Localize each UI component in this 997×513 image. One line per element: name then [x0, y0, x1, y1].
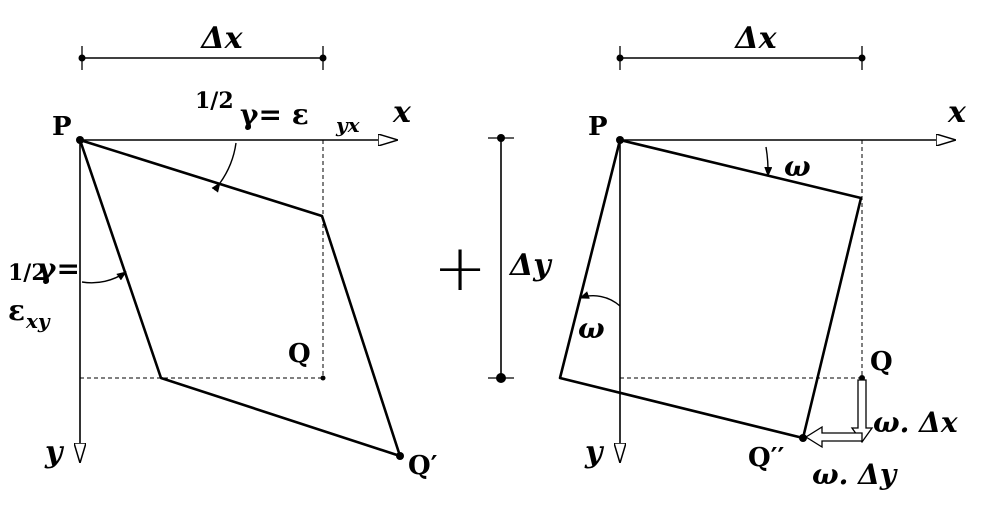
dy-label: Δy: [508, 248, 553, 283]
right-rotated-element: [558, 138, 863, 440]
right-x-axis-label: x: [947, 95, 967, 130]
angle-left-epsilon: ε: [8, 294, 25, 327]
left-point-q-label: Q: [288, 339, 311, 369]
plus-operator: +: [433, 232, 487, 306]
right-angle-arc-top: [764, 146, 773, 177]
left-point-qprime-label: Q′: [408, 451, 438, 481]
left-reference-square: [80, 140, 326, 381]
left-angle-top-label: 1/2 γ= ε yx: [195, 88, 361, 137]
left-point-p-dot: [76, 136, 84, 144]
omega-dx-label: ω. Δx: [873, 406, 958, 439]
left-deformed-element: [78, 138, 402, 458]
omega-dy-label: ω. Δy: [812, 458, 898, 491]
left-diagram: Δx x y P Q Q′ 1/2 γ= ε yx 1/: [8, 21, 438, 481]
angle-top-subscript: yx: [335, 113, 361, 137]
omega-dy-arrow: [804, 425, 863, 449]
left-dx-label: Δx: [199, 21, 243, 56]
right-point-q-label: Q: [870, 347, 893, 377]
right-y-axis-label: y: [584, 435, 605, 470]
omega-dx-arrow: [850, 379, 874, 444]
right-point-qdprime-label: Q′′: [748, 443, 785, 473]
left-angle-arc-top: [211, 142, 237, 193]
angle-left-subscript: xy: [25, 309, 51, 333]
right-angle-arc-left: [579, 291, 621, 307]
right-dx-dimension: Δx: [616, 21, 866, 70]
right-diagram: Δx x y P Q Q′′ ω ω ω. Δx: [558, 21, 967, 491]
angle-left-fraction: 1/2: [8, 260, 47, 286]
right-dx-label: Δx: [733, 21, 777, 56]
right-point-p-dot: [616, 136, 624, 144]
right-omega-left-label: ω: [578, 312, 605, 345]
right-point-qdprime-dot: [799, 434, 807, 442]
right-omega-top-label: ω: [784, 150, 811, 183]
angle-top-fraction: 1/2: [195, 88, 234, 114]
left-point-qprime-dot: [396, 452, 404, 460]
left-point-p-label: P: [52, 112, 72, 142]
dy-dimension: Δy: [488, 134, 553, 383]
left-y-axis-label: y: [44, 435, 65, 470]
right-reference-square: [620, 140, 863, 379]
left-angle-left-label: 1/2 γ= ε xy: [8, 252, 80, 333]
left-angle-arc-left: [81, 271, 127, 284]
angle-top-equation: γ= ε: [240, 98, 309, 131]
left-x-axis-label: x: [392, 95, 412, 130]
left-dx-dimension: Δx: [78, 21, 327, 70]
right-point-p-label: P: [588, 112, 608, 142]
angle-left-equation: γ=: [38, 252, 80, 285]
